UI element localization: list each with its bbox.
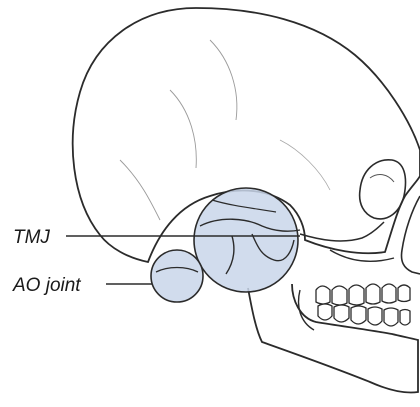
tmj-joint-circle <box>194 188 298 292</box>
zygomatic-outline <box>300 222 384 241</box>
ao-joint-label: AO joint <box>13 276 81 295</box>
tmj-label: TMJ <box>13 228 50 247</box>
upper-teeth <box>316 284 410 305</box>
lower-teeth <box>318 304 410 326</box>
ao-joint-circle <box>151 250 203 302</box>
face-outline <box>401 196 420 274</box>
